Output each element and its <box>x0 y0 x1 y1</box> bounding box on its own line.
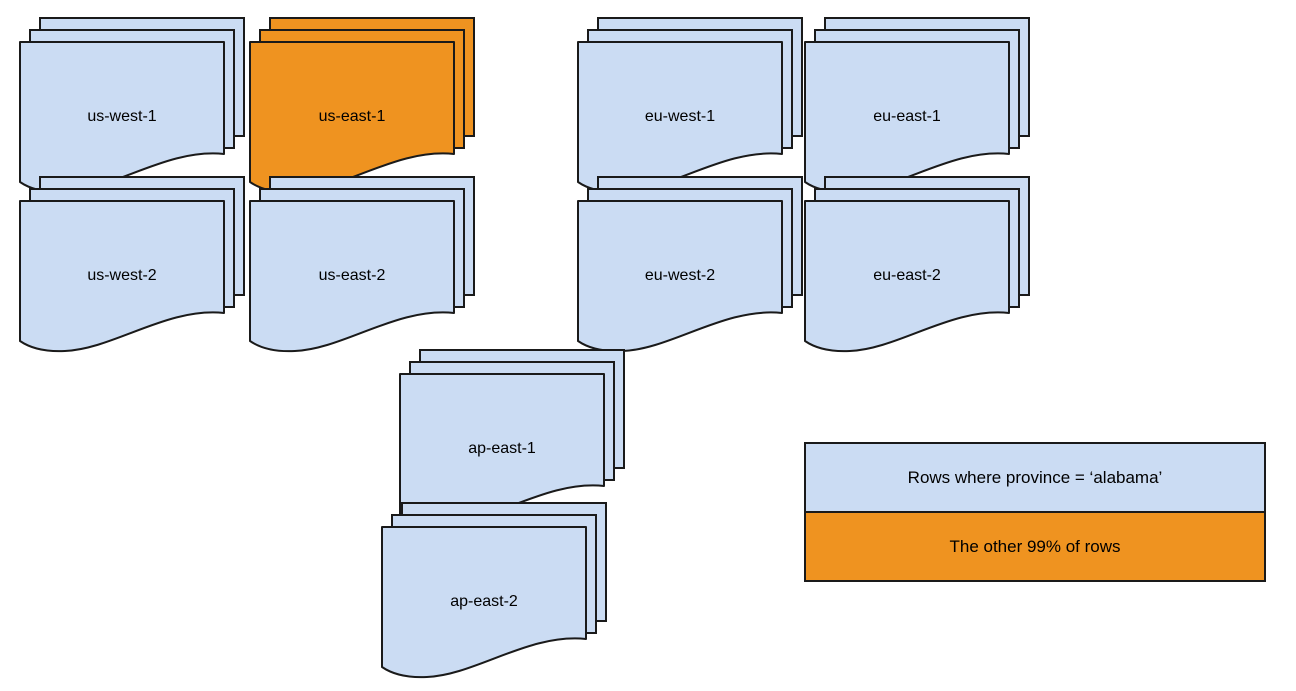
legend: Rows where province = ‘alabama’ The other… <box>804 442 1266 582</box>
doc-stack-eu-east-1[interactable]: eu-east-1 <box>804 17 1035 206</box>
doc-stack-eu-west-2[interactable]: eu-west-2 <box>577 176 808 365</box>
legend-orange-label: The other 99% of rows <box>949 536 1121 556</box>
doc-stack-shape-eu-east-2 <box>804 176 1030 353</box>
doc-stack-ap-east-1[interactable]: ap-east-1 <box>399 349 630 538</box>
legend-orange: The other 99% of rows <box>806 513 1264 580</box>
doc-stack-shape-us-east-1 <box>249 17 475 194</box>
doc-stack-shape-us-east-2 <box>249 176 475 353</box>
doc-stack-us-east-1[interactable]: us-east-1 <box>249 17 480 206</box>
doc-stack-ap-east-2[interactable]: ap-east-2 <box>381 502 612 691</box>
doc-sheet-front <box>399 373 605 526</box>
legend-blue: Rows where province = ‘alabama’ <box>806 444 1264 513</box>
doc-sheet-front <box>577 41 783 194</box>
doc-sheet-front <box>804 200 1010 353</box>
doc-sheet-front <box>381 526 587 679</box>
doc-stack-shape-eu-west-2 <box>577 176 803 353</box>
doc-stack-shape-us-west-2 <box>19 176 245 353</box>
legend-blue-label: Rows where province = ‘alabama’ <box>907 467 1163 487</box>
doc-stack-us-west-2[interactable]: us-west-2 <box>19 176 250 365</box>
doc-sheet-front <box>577 200 783 353</box>
doc-stack-shape-eu-east-1 <box>804 17 1030 194</box>
doc-sheet-front <box>249 200 455 353</box>
doc-stack-shape-ap-east-1 <box>399 349 625 526</box>
doc-stack-eu-east-2[interactable]: eu-east-2 <box>804 176 1035 365</box>
doc-stack-shape-ap-east-2 <box>381 502 607 679</box>
doc-sheet-front <box>19 41 225 194</box>
doc-sheet-front <box>19 200 225 353</box>
doc-stack-shape-eu-west-1 <box>577 17 803 194</box>
doc-stack-us-east-2[interactable]: us-east-2 <box>249 176 480 365</box>
doc-sheet-front <box>249 41 455 194</box>
doc-sheet-front <box>804 41 1010 194</box>
